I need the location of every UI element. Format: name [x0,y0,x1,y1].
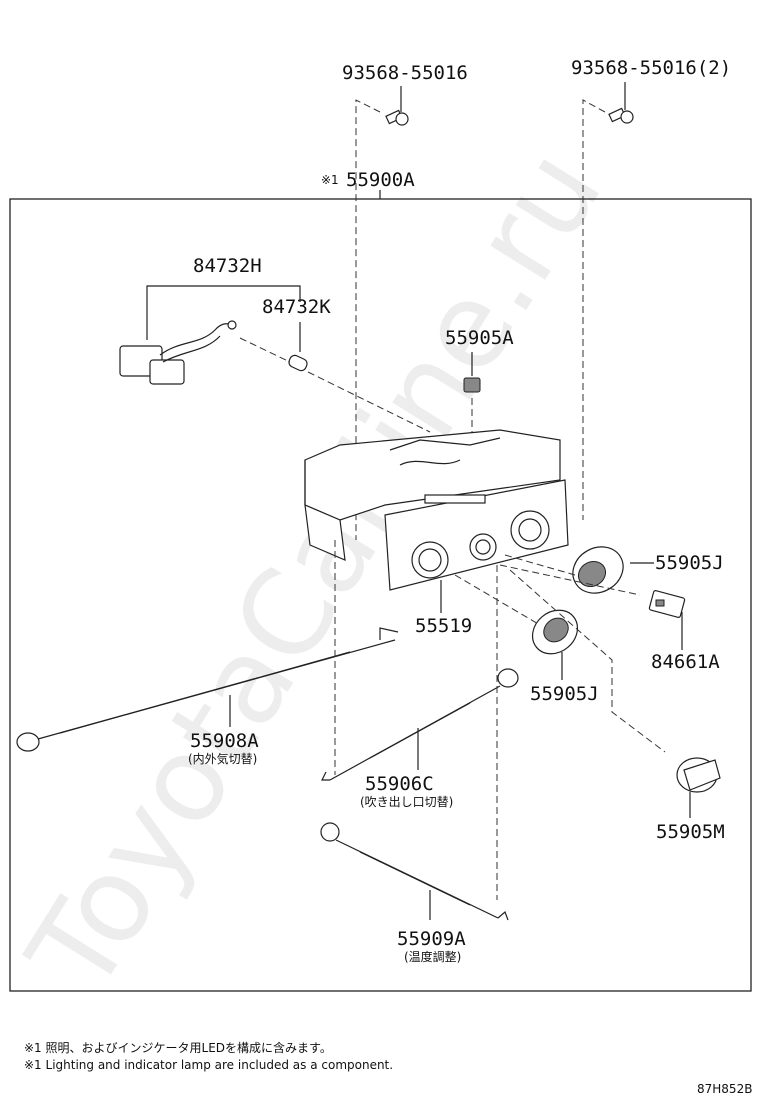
label-55905A: 55905A [445,327,514,349]
label-84732H: 84732H [193,255,262,277]
label-84661A: 84661A [651,651,720,673]
label-55909A: 55909A [397,928,466,950]
bulb-84732K [288,354,308,372]
label-55905J-right: 55905J [655,552,724,574]
cable-55908A [16,627,399,752]
label-55908A-sub: (内外気切替) [188,751,257,766]
label-55905M: 55905M [656,821,725,843]
label-55909A-sub: (温度調整) [404,949,461,964]
cable-55909A [320,822,509,921]
footnote-japanese: ※1 照明、およびインジケータ用LEDを構成に含みます。 [24,1040,332,1055]
screw-93568-55016-2 [608,107,634,124]
connector-84661A [648,590,686,618]
label-55906C: 55906C [365,773,434,795]
control-assembly-55900A [304,429,569,591]
footnote-english: ※1 Lighting and indicator lamp are inclu… [24,1058,393,1072]
figure-code: 87H852B [697,1082,752,1096]
watermark: ToyotaCarline.ru [1,126,628,1016]
label-55519: 55519 [415,615,472,637]
cable-55906C [321,668,519,781]
label-55900A: 55900A [346,169,415,191]
harness-84732H [119,320,237,385]
knob-55905J-right [572,546,624,594]
knob-55905J-lower [531,609,579,655]
label-55906C-sub: (吹き出し口切替) [360,795,453,809]
label-55905J-lower: 55905J [530,683,599,705]
label-84732K: 84732K [262,296,331,318]
part-55905A [463,377,481,393]
screw-93568-55016 [385,109,409,126]
label-93568-55016-2: 93568-55016(2) [571,57,731,79]
frame-label-prefix: ※1 [321,173,339,187]
label-93568-55016: 93568-55016 [342,62,468,84]
label-55908A: 55908A [190,730,259,752]
knob-55905M [676,757,721,793]
